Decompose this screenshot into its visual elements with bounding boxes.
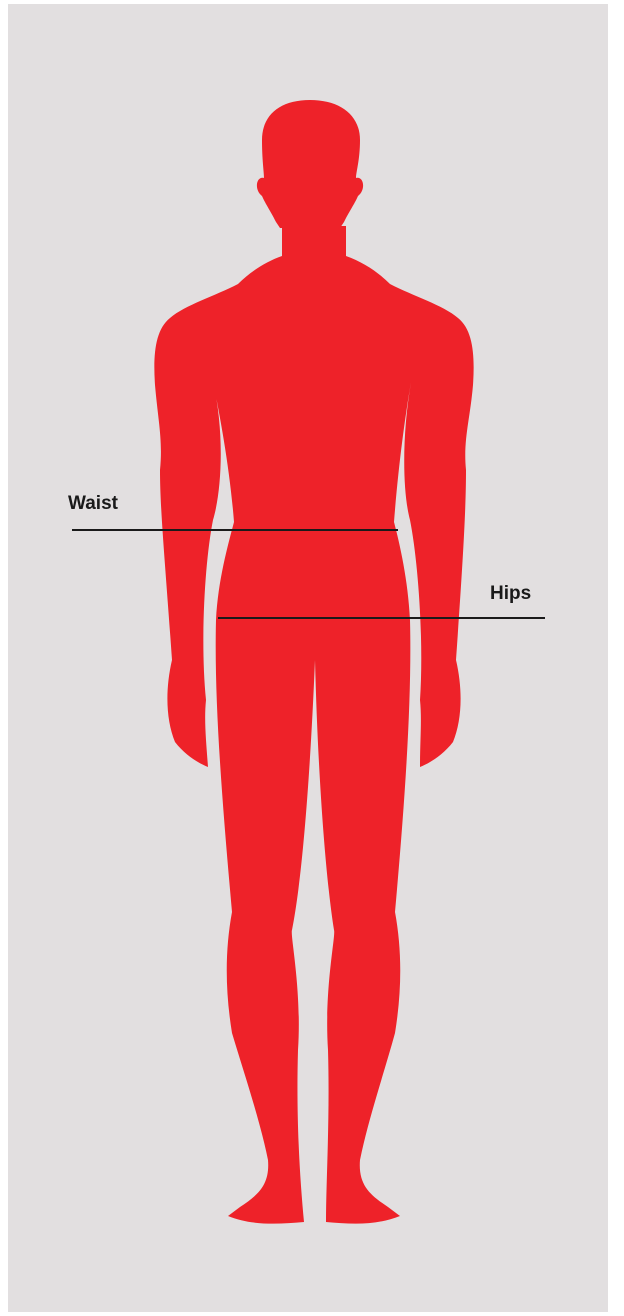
hips-label: Hips xyxy=(490,584,531,603)
waist-label: Waist xyxy=(68,494,118,513)
body xyxy=(154,226,473,1224)
head xyxy=(257,100,363,228)
